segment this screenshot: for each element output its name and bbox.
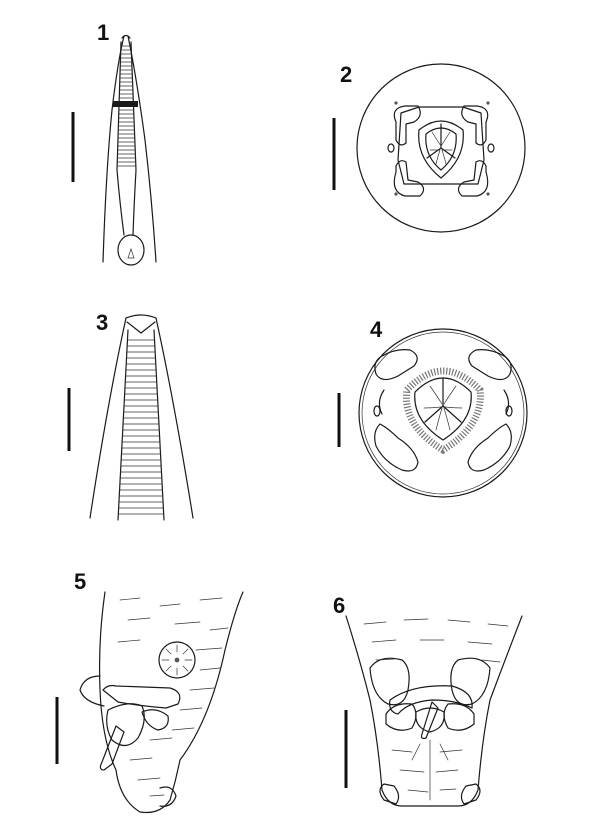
figure-6-bursa-flap [389, 685, 473, 715]
figure-4-mouth-outer [414, 377, 472, 441]
figure-1-number: 1 [97, 20, 109, 45]
figure-4-mouth-ridges [423, 385, 463, 431]
figure-2-amphid-left [387, 143, 395, 153]
figure-6-median-line [411, 739, 449, 801]
figure-4-amphid-left [373, 405, 381, 417]
figure-2-papilla-top-right [461, 105, 489, 146]
figure-4-mouth-triradiate [424, 377, 462, 423]
figure-2-papilla-top-left [393, 105, 421, 146]
figure-6-body-outline [345, 615, 523, 807]
figure-4-amphid-right [505, 405, 513, 417]
figure-4-lip-top-right [468, 349, 512, 381]
figure-2: 2 [332, 62, 526, 233]
figure-6-cuticle-striae [363, 618, 509, 793]
figure-2-dot-br [486, 192, 490, 196]
figure-1-valve [127, 247, 135, 259]
figure-2-mouth-triradiate [426, 123, 456, 159]
figure-5-cuticle-striae [117, 597, 229, 797]
figure-4-apical-circle-inner [361, 331, 525, 495]
figure-1-body-right [127, 35, 157, 263]
figure-2-dot-bl [394, 192, 398, 196]
figure-4-lip-sides [378, 389, 510, 415]
figure-5-gubernaculum [106, 703, 145, 747]
figure-5-number: 5 [74, 569, 86, 594]
figure-4-lip-bottom-left [374, 423, 419, 472]
figure-6-lip-right [443, 703, 475, 731]
figure-3-esophagus-left [117, 329, 129, 521]
figure-3: 3 [67, 310, 194, 521]
figure-1-esophagus-right [130, 41, 137, 236]
figure-3-esophagus-right [153, 329, 165, 521]
figure-4-apical-circle [358, 328, 528, 498]
figure-4-cuticular-ring [402, 367, 484, 455]
figure-2-papilla-bottom-right [457, 160, 489, 197]
figure-6-lobe-left [369, 657, 410, 706]
figure-4-lip-top-left [374, 349, 418, 381]
figure-5-spicule [99, 725, 125, 771]
figure-6-papilla-right [460, 783, 481, 805]
figure-1-bulb [117, 234, 145, 266]
figure-5-body-outline [98, 591, 244, 814]
figure-5-lobe [141, 709, 169, 731]
figure-4-lip-bottom-right [467, 423, 512, 472]
figure-4: 4 [337, 317, 528, 498]
figure-6: 6 [333, 593, 523, 807]
figure-1-nerve-ring [113, 101, 138, 107]
figure-2-papilla-bottom-left [393, 160, 425, 197]
figure-2-dot-tl [394, 101, 398, 105]
figure-3-stoma [126, 321, 156, 334]
figure-6-papilla-left [379, 783, 400, 805]
figure-1-esophagus-left [116, 41, 125, 236]
figure-4-number: 4 [370, 317, 383, 342]
figure-1-head [121, 34, 131, 39]
figure-3-esophagus-striations [117, 339, 165, 515]
figure-3-head-top [125, 314, 157, 319]
figure-2-mouth-ridges [429, 131, 453, 165]
figure-1-body-left [102, 35, 125, 263]
figure-3-number: 3 [96, 310, 108, 335]
figure-5: 5 [55, 569, 244, 814]
figure-2-dot-tr [486, 101, 490, 105]
figure-2-apical-circle [356, 63, 526, 233]
figure-5-papilla [158, 641, 196, 679]
figure-5-papilla-rays [161, 644, 193, 676]
figure-2-number: 2 [340, 62, 352, 87]
figure-1: 1 [71, 20, 157, 266]
figure-6-number: 6 [333, 593, 345, 618]
figure-3-body-left [89, 317, 127, 519]
figure-6-spicule [420, 701, 439, 740]
figure-5-tail-tip [159, 786, 177, 807]
figure-2-mouth-outer [418, 120, 464, 179]
figure-5-bursa-flap [102, 684, 181, 709]
figure-3-body-right [155, 317, 194, 519]
figure-6-lobe-right [450, 657, 491, 706]
figure-2-amphid-right [487, 143, 495, 153]
figure-2-lip-frame [397, 106, 485, 185]
figure-1-esophagus-striations [116, 45, 137, 167]
figure-5-boss-upper [79, 675, 105, 707]
figure-5-papilla-center [174, 657, 180, 663]
